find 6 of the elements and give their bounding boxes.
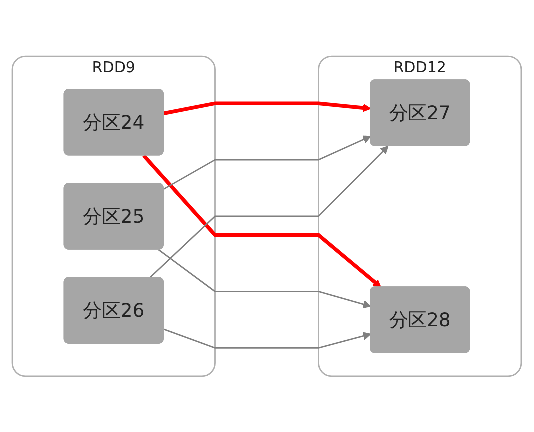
arrow [158,248,372,308]
arrow [142,154,382,288]
arrow [164,135,372,190]
arrow [164,328,372,348]
arrow [164,101,372,116]
arrow [149,146,389,278]
